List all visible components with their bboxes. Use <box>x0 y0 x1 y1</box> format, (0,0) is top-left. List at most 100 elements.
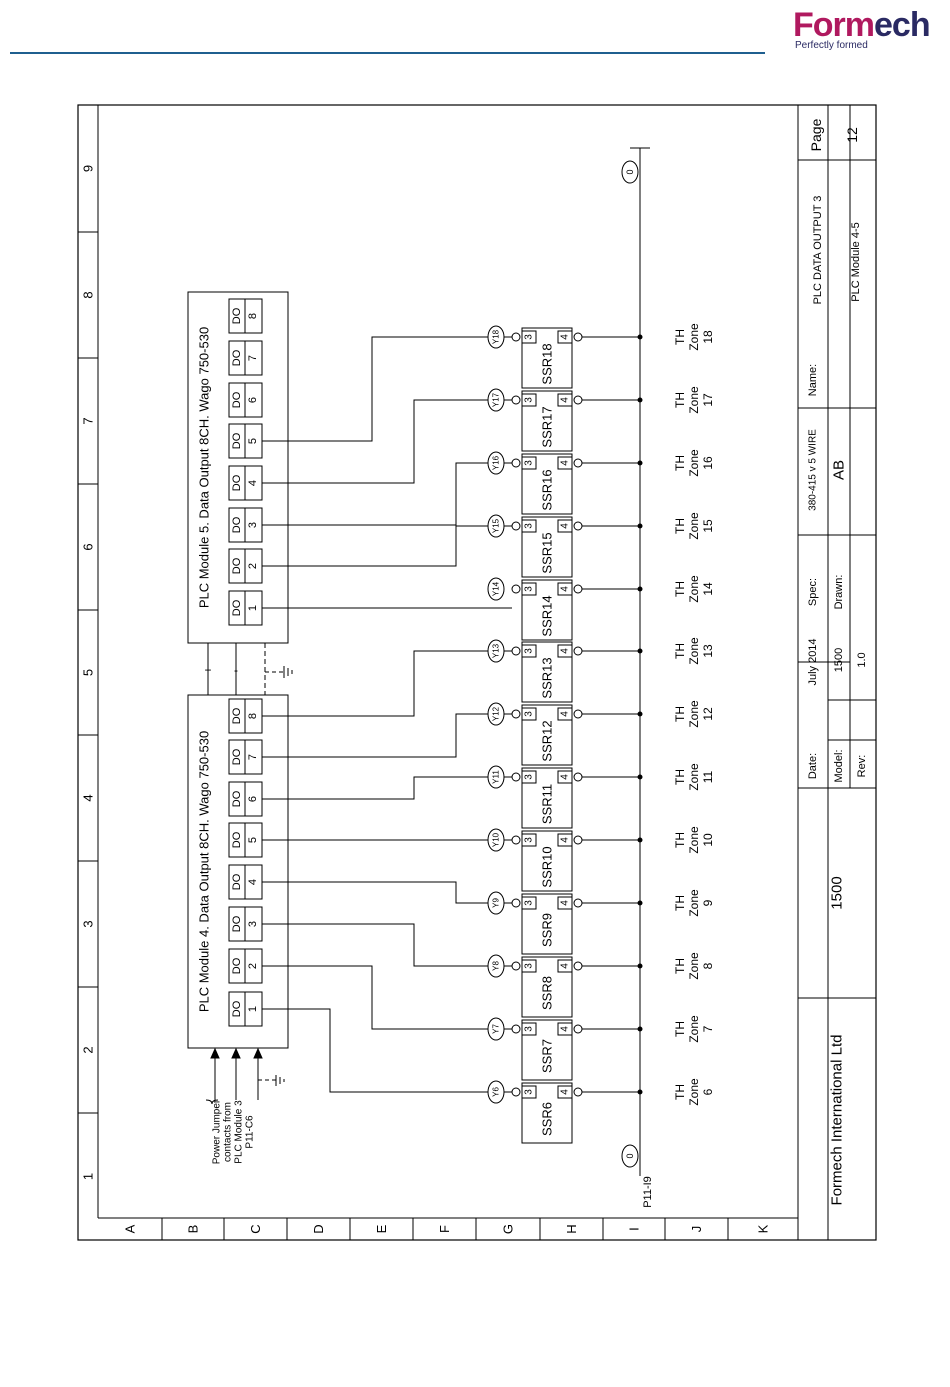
row-marker: H <box>564 1224 579 1233</box>
load-label-line: 12 <box>701 707 715 721</box>
ssr-pin4-label: 4 <box>560 1026 571 1032</box>
ssr-pin4-label: 4 <box>560 711 571 717</box>
ssr-pin4-label: 4 <box>560 460 571 466</box>
ssr-pin3-label: 3 <box>524 586 535 592</box>
do-label: DO <box>231 707 243 724</box>
rail-junction <box>637 774 643 780</box>
load-label-line: TH <box>673 329 687 345</box>
do-label: DO <box>231 915 243 932</box>
ssr-input-terminal <box>511 709 521 719</box>
ssr-name: SSR17 <box>540 406 555 447</box>
load-label-line: TH <box>673 1021 687 1037</box>
wire-label-bubble <box>487 577 505 601</box>
load-label-line: 15 <box>701 519 715 533</box>
ssr-pin3-label: 3 <box>524 900 535 906</box>
load-label-line: Zone <box>687 952 701 980</box>
do-number: 1 <box>247 605 259 611</box>
do-number: 8 <box>247 713 259 719</box>
power-note-line: P11-C6 <box>245 1115 256 1149</box>
power-feed-arrow <box>231 1047 241 1059</box>
do-label: DO <box>231 516 243 533</box>
rail-junction <box>637 711 643 717</box>
ssr-input-terminal <box>511 1024 521 1034</box>
ssr-body-7 <box>521 1019 573 1081</box>
ssr-name: SSR7 <box>540 1039 555 1073</box>
ssr-pin3-label: 3 <box>524 1026 535 1032</box>
ssr-pin3-label: 3 <box>524 711 535 717</box>
rail-junction <box>637 397 643 403</box>
ssr-pin3-label: 3 <box>524 837 535 843</box>
wire-label: Y10 <box>492 832 501 847</box>
header-rule <box>10 52 765 54</box>
load-label-line: Zone <box>687 323 701 351</box>
ssr-output-terminal <box>573 395 583 405</box>
load-label-line: Zone <box>687 512 701 540</box>
do-number: 3 <box>247 921 259 927</box>
ssr-name: SSR16 <box>540 469 555 510</box>
column-marker: 9 <box>81 165 96 172</box>
tb-rev-label: Rev: <box>856 755 868 778</box>
tb-page: 12 <box>844 127 860 143</box>
control-wire-Y7 <box>262 965 512 1030</box>
ssr-body-15 <box>521 516 573 578</box>
rail-junction <box>637 1089 643 1095</box>
ssr-pin3-label: 3 <box>524 648 535 654</box>
ssr-pin3-label: 3 <box>524 460 535 466</box>
ssr-input-terminal <box>511 584 521 594</box>
do-label: DO <box>231 474 243 491</box>
wire-label-bubble <box>487 891 505 915</box>
ssr-pin3 <box>521 330 537 344</box>
control-wire-Y16 <box>262 462 512 526</box>
ssr-pin3 <box>521 1022 537 1036</box>
control-wire-Y12 <box>262 713 512 758</box>
do-label: DO <box>231 391 243 408</box>
ssr-output-terminal <box>573 332 583 342</box>
load-label-line: 18 <box>701 330 715 344</box>
ssr-pin3-label: 3 <box>524 963 535 969</box>
load-label-line: Zone <box>687 763 701 791</box>
logo-text-part2: ech <box>874 6 931 44</box>
ssr-body-14 <box>521 579 573 641</box>
tb-name-line1: PLC DATA OUTPUT 3 <box>812 196 824 305</box>
tb-drawn-label: Drawn: <box>833 575 845 610</box>
drawing-frame <box>77 104 877 1241</box>
ssr-pin3 <box>521 770 537 784</box>
ssr-pin3-label: 3 <box>524 774 535 780</box>
ssr-input-terminal <box>511 646 521 656</box>
load-label-line: TH <box>673 832 687 848</box>
ssr-pin4 <box>557 456 573 470</box>
power-note-line: contacts from <box>223 1102 234 1162</box>
wire-label: Y7 <box>492 1024 501 1034</box>
load-label-line: Zone <box>687 1078 701 1106</box>
wire-label-bubble <box>487 388 505 412</box>
column-marker: 5 <box>81 669 96 676</box>
ssr-pin4 <box>557 1085 573 1099</box>
wire-label-bubble <box>487 639 505 663</box>
plc-module-4-box <box>187 694 289 1049</box>
ssr-name: SSR18 <box>540 343 555 384</box>
load-label-line: Zone <box>687 449 701 477</box>
load-label-line: TH <box>673 769 687 785</box>
ssr-pin4 <box>557 519 573 533</box>
row-marker: F <box>437 1225 452 1233</box>
ssr-pin3 <box>521 393 537 407</box>
load-label-line: 14 <box>701 582 715 596</box>
ssr-input-terminal <box>511 458 521 468</box>
control-wire-Y8 <box>262 923 512 967</box>
load-label-line: Zone <box>687 700 701 728</box>
do-number: 7 <box>247 754 259 760</box>
column-marker: 4 <box>81 794 96 801</box>
column-marker: 3 <box>81 920 96 927</box>
do-label: DO <box>231 957 243 974</box>
rail-marker-bubble <box>621 1144 639 1168</box>
tb-model-label: Model: <box>833 749 845 782</box>
load-label-line: TH <box>673 643 687 659</box>
ssr-pin4-label: 4 <box>560 900 571 906</box>
do-label: DO <box>231 307 243 324</box>
row-marker: J <box>689 1226 704 1233</box>
ssr-body-12 <box>521 704 573 766</box>
ssr-pin3 <box>521 582 537 596</box>
tb-name-label: Name: <box>807 364 819 396</box>
ssr-pin4 <box>557 833 573 847</box>
